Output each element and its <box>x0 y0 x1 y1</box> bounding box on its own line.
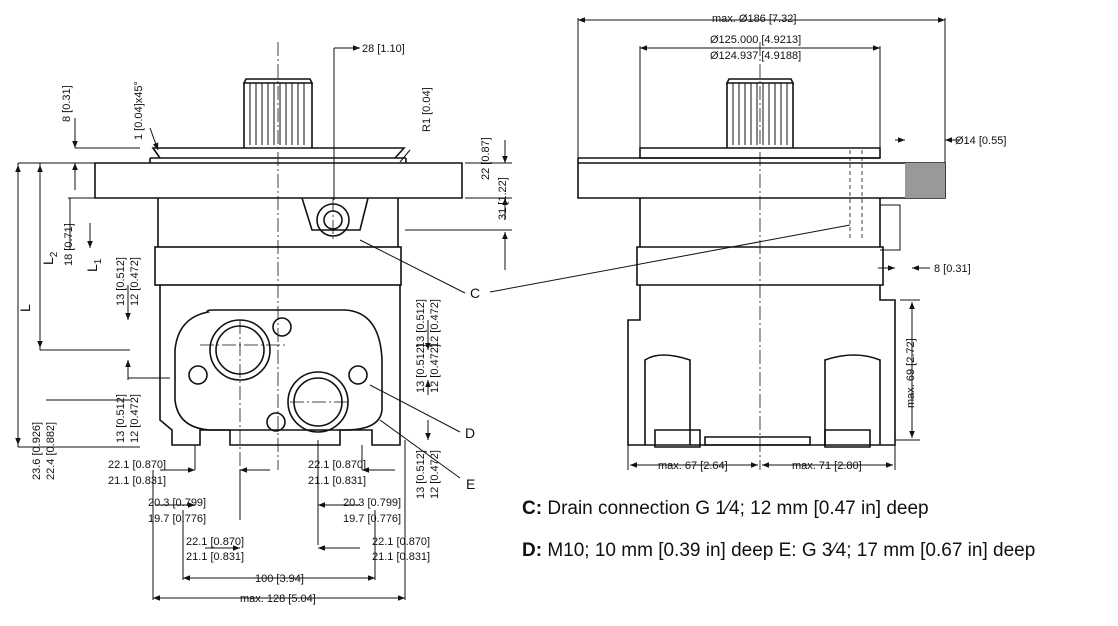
thread-hole-1 <box>272 317 292 337</box>
legend-c-text: Drain connection G 1⁄4; 12 mm [0.47 in] … <box>542 498 929 519</box>
dim-20-3b: 20.3 [0.799] <box>343 497 401 509</box>
dim-13d: 13 [0.512] <box>115 394 127 443</box>
dim-22-1d: 22.1 [0.870] <box>372 536 430 548</box>
dim-13e: 13 [0.512] <box>415 450 427 499</box>
port-plate <box>174 309 383 431</box>
body-upper <box>157 197 399 247</box>
dim-8: 8 [0.31] <box>934 263 971 275</box>
dim-21-1a: 21.1 [0.831] <box>108 475 166 487</box>
thread-hole-4 <box>266 412 286 432</box>
dim-hole-14: Ø14 [0.55] <box>955 135 1006 147</box>
dim-12d: 12 [0.472] <box>129 394 141 443</box>
dim-pilot-min: Ø124.937 [4.9188] <box>710 50 801 62</box>
callout-d: D <box>465 425 475 441</box>
dim-22-4: 22.4 [0.882] <box>45 422 57 480</box>
dim-max-186: max. Ø186 [7.32] <box>712 13 796 25</box>
dim-12c: 12 [0.472] <box>429 344 441 393</box>
dim-max-69: max. 69 [2.72] <box>905 338 917 408</box>
dim-21-1b: 21.1 [0.831] <box>308 475 366 487</box>
dim-20-3a: 20.3 [0.799] <box>148 497 206 509</box>
body-lower <box>159 285 401 446</box>
dim-l1: L1 <box>84 258 104 272</box>
dim-chamfer: 1 [0.04]x45° <box>133 81 145 140</box>
dim-13a: 13 [0.512] <box>115 257 127 306</box>
dim-13b: 13 [0.512] <box>415 299 427 348</box>
dim-19-7b: 19.7 [0.776] <box>343 513 401 525</box>
thread-hole-2 <box>188 365 208 385</box>
dim-max-71: max. 71 [2.80] <box>792 460 862 472</box>
dim-22-1c: 22.1 [0.870] <box>186 536 244 548</box>
dim-18: 18 [0.71] <box>63 223 75 266</box>
shaft-spline <box>242 78 314 148</box>
dim-max-128: max. 128 [5.04] <box>240 593 316 605</box>
body-right <box>627 198 896 446</box>
legend-d-key: D: <box>522 540 543 561</box>
dim-r1: R1 [0.04] <box>421 87 433 132</box>
dim-22-1b: 22.1 [0.870] <box>308 459 366 471</box>
dim-12e: 12 [0.472] <box>429 450 441 499</box>
dim-22: 22 [0.87] <box>480 137 492 180</box>
dim-23-6: 23.6 [0.926] <box>31 422 43 480</box>
right-view <box>489 17 960 470</box>
dim-19-7a: 19.7 [0.776] <box>148 513 206 525</box>
mounting-flange <box>94 158 463 199</box>
dim-l2: L2 <box>40 251 60 265</box>
dim-22-1a: 22.1 [0.870] <box>108 459 166 471</box>
legend-c: C: Drain connection G 1⁄4; 12 mm [0.47 i… <box>522 498 929 520</box>
dim-top-8: 8 [0.31] <box>61 85 73 122</box>
flange-hole-section <box>905 163 945 198</box>
dim-12b: 12 [0.472] <box>429 299 441 348</box>
dim-max-67: max. 67 [2.64] <box>658 460 728 472</box>
flange-right <box>577 157 946 199</box>
shaft-spline-right <box>725 78 795 148</box>
legend-d-text: M10; 10 mm [0.39 in] deep E: G 3⁄4; 17 m… <box>542 540 1036 561</box>
callout-c: C <box>470 285 480 301</box>
dim-100: 100 [3.94] <box>255 573 304 585</box>
legend-d-e: D: M10; 10 mm [0.39 in] deep E: G 3⁄4; 1… <box>522 540 1035 562</box>
dim-21-1c: 21.1 [0.831] <box>186 551 244 563</box>
legend-c-key: C: <box>522 498 543 519</box>
dim-28: 28 [1.10] <box>362 43 405 55</box>
dim-pilot-max: Ø125.000 [4.9213] <box>710 34 801 46</box>
dim-12a: 12 [0.472] <box>129 257 141 306</box>
dim-21-1d: 21.1 [0.831] <box>372 551 430 563</box>
callout-e: E <box>466 476 475 492</box>
dim-13c: 13 [0.512] <box>415 344 427 393</box>
left-view <box>15 42 512 601</box>
dim-l: L <box>17 304 33 312</box>
thread-hole-3 <box>348 365 368 385</box>
dim-31: 31 [1.22] <box>497 177 509 220</box>
